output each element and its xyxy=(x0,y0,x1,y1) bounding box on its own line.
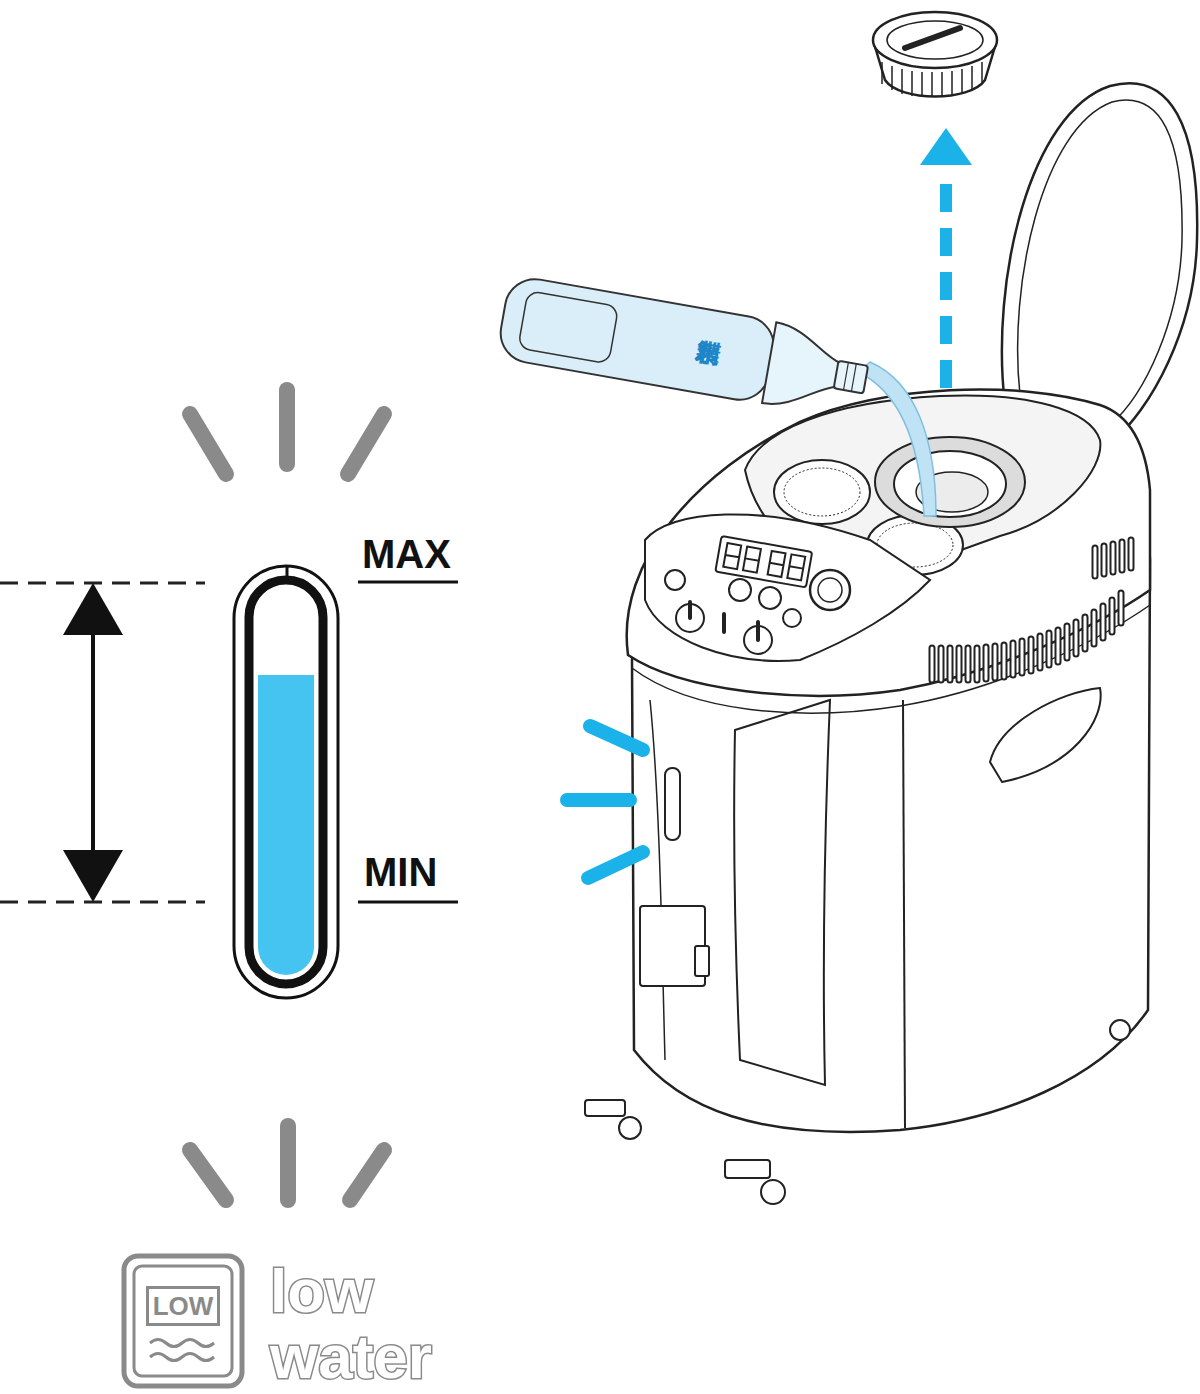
low-water-label: low water xyxy=(270,1258,460,1390)
max-underline xyxy=(358,581,458,584)
flow-knob-inner xyxy=(818,578,842,602)
segment-digits xyxy=(723,543,805,580)
blink-ray xyxy=(279,390,295,464)
water-stream xyxy=(858,362,936,516)
filter-cup-inner xyxy=(784,468,860,516)
max-guide-line xyxy=(0,582,205,585)
cap-inner xyxy=(887,21,983,59)
blink-ray xyxy=(280,1126,296,1200)
level-window xyxy=(665,768,680,840)
water-inlet xyxy=(875,437,1025,527)
front-recess xyxy=(734,700,830,1085)
water-cap-top xyxy=(873,12,997,68)
blink-rays xyxy=(190,390,384,1200)
filter-cup xyxy=(774,460,870,524)
blink-ray xyxy=(350,1150,384,1200)
caster-brake xyxy=(585,1100,625,1116)
blink-ray xyxy=(190,1150,226,1200)
panel-button xyxy=(759,587,781,609)
outlet-nozzle xyxy=(690,602,758,640)
carry-handle xyxy=(990,688,1101,782)
bottle-neck xyxy=(834,361,868,394)
gauge-tick xyxy=(286,566,289,581)
bottle-body xyxy=(496,274,778,404)
water-bottle xyxy=(496,274,873,421)
panel-button xyxy=(729,579,751,601)
gauge-inner xyxy=(249,580,323,984)
vent-slots xyxy=(932,540,1131,680)
gauge-outer xyxy=(234,566,338,998)
window-ray xyxy=(588,852,643,878)
lid-inner-edge xyxy=(1018,100,1182,425)
min-guide-line xyxy=(0,901,205,904)
caster-wheel xyxy=(619,1117,641,1139)
bottle-panel xyxy=(518,291,619,364)
flow-knob xyxy=(810,570,850,610)
lift-arrow-head xyxy=(920,128,972,165)
indicator-text: LOW xyxy=(153,1291,214,1321)
caster-wheel xyxy=(761,1180,785,1204)
control-panel xyxy=(645,514,930,660)
max-label: MAX xyxy=(362,532,472,576)
caster-brake xyxy=(725,1160,770,1178)
low-water-icon xyxy=(124,1256,242,1386)
display-frame xyxy=(715,536,812,587)
min-label: MIN xyxy=(364,850,474,894)
range-arrow-shaft xyxy=(91,630,95,855)
panel-button xyxy=(783,609,801,627)
caster-wheel xyxy=(1110,1020,1130,1040)
blink-ray xyxy=(190,414,226,474)
low-indicator-box: LOW xyxy=(146,1286,220,1326)
window-ray xyxy=(590,726,643,750)
low-water-icon-inner xyxy=(134,1266,232,1376)
display xyxy=(715,536,812,587)
cap-grip xyxy=(905,28,960,48)
range-arrow-head xyxy=(63,583,123,635)
window-ray xyxy=(567,793,630,807)
range-arrow-head xyxy=(63,850,123,902)
blink-ray xyxy=(348,414,384,474)
casters xyxy=(585,1020,1130,1204)
window-rays xyxy=(567,726,643,878)
open-lid xyxy=(1002,83,1197,442)
vent-slots-inner xyxy=(932,540,1131,680)
water-waves xyxy=(150,1340,214,1361)
water-fill xyxy=(258,675,314,975)
body-edge xyxy=(650,700,665,1060)
clip-latch xyxy=(695,946,709,976)
panel-button xyxy=(665,570,685,590)
panel-seam xyxy=(903,700,905,1128)
bottle-shoulder xyxy=(762,322,845,415)
neck-ridges xyxy=(844,362,857,391)
min-underline xyxy=(358,901,458,904)
water-inlet-thread xyxy=(894,451,1006,517)
